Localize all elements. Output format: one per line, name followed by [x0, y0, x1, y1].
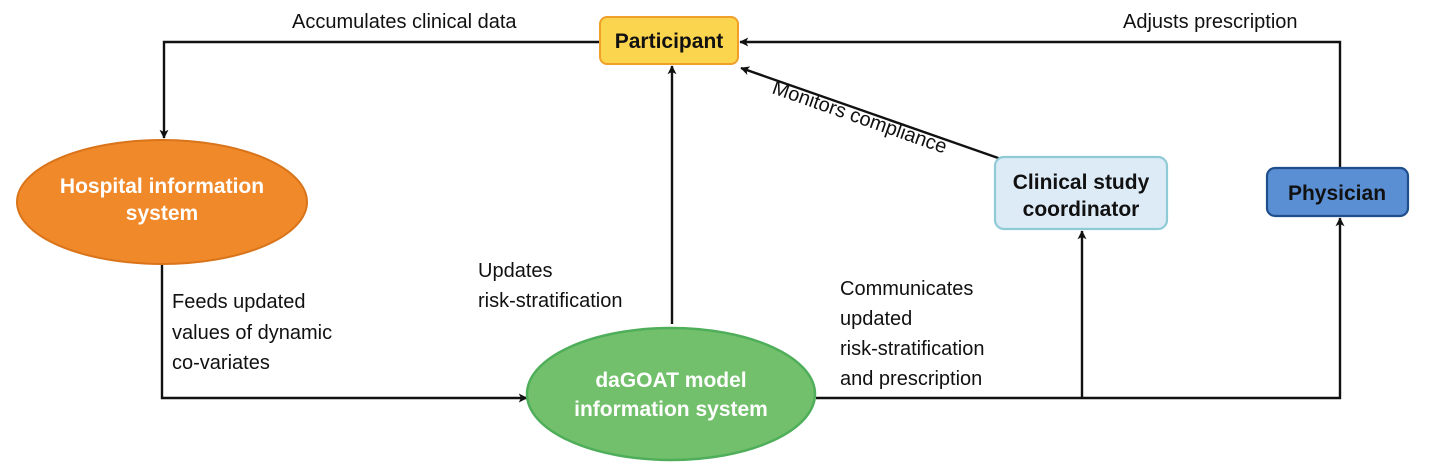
edge-adjusts-prescription — [739, 37, 1342, 168]
dagoat-label-line-2: information system — [574, 398, 768, 421]
coordinator-label-line-1: Clinical study — [1013, 171, 1150, 194]
hospital-label-line-2: system — [126, 202, 198, 225]
feeds-label-line-1: Feeds updated — [172, 291, 305, 313]
dagoat-label-line-1: daGOAT model — [595, 369, 746, 392]
communicates-label-line-2: updated — [840, 308, 912, 330]
communicates-label-line-3: risk-stratification — [840, 338, 984, 360]
communicates-label-line-1: Communicates — [840, 278, 973, 300]
label-monitors-compliance: Monitors compliance — [769, 77, 949, 158]
hospital-label-line-1: Hospital information — [60, 175, 264, 198]
node-physician: Physician — [1265, 166, 1410, 218]
label-feeds-updated-values: Feeds updated values of dynamic co-varia… — [172, 291, 332, 374]
label-communicates: Communicates updated risk-stratification… — [840, 278, 984, 390]
label-updates-risk-stratification: Updates risk-stratification — [478, 260, 622, 312]
node-hospital-information-system: Hospital information system — [16, 139, 308, 265]
updates-label-line-1: Updates — [478, 260, 553, 282]
feeds-label-line-2: values of dynamic — [172, 322, 332, 344]
feeds-label-line-3: co-variates — [172, 352, 270, 374]
hospital-ellipse — [16, 139, 308, 265]
communicates-label-line-4: and prescription — [840, 368, 982, 390]
participant-label: Participant — [615, 30, 724, 53]
dagoat-ellipse — [525, 326, 817, 462]
label-adjusts-prescription: Adjusts prescription — [1123, 11, 1298, 33]
label-accumulates-clinical-data: Accumulates clinical data — [292, 11, 517, 33]
edge-feeds-updated-values — [160, 264, 528, 403]
updates-label-line-2: risk-stratification — [478, 290, 622, 312]
node-clinical-study-coordinator: Clinical study coordinator — [993, 155, 1169, 231]
participant-box — [599, 16, 739, 65]
node-dagoat-model: daGOAT model information system — [525, 326, 817, 462]
coordinator-box — [993, 155, 1169, 231]
edge-monitors-compliance — [740, 66, 1002, 161]
physician-box — [1265, 166, 1410, 218]
node-participant: Participant — [599, 16, 739, 65]
coordinator-label-line-2: coordinator — [1023, 198, 1140, 221]
edge-accumulates-clinical-data — [159, 40, 600, 139]
physician-label: Physician — [1288, 182, 1386, 205]
